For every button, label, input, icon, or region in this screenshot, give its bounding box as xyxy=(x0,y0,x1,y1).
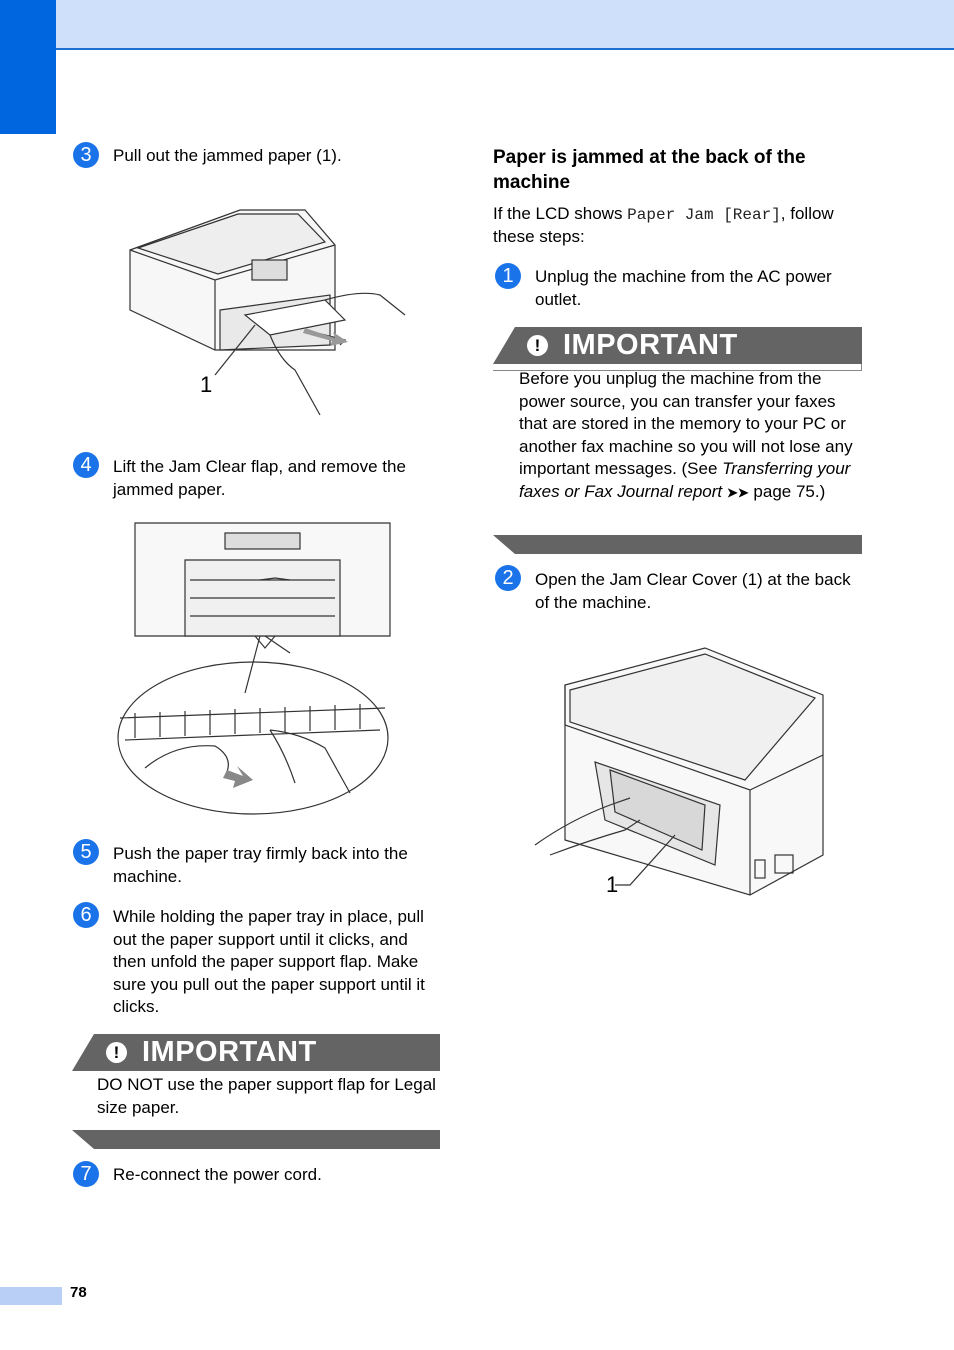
important-header-slant-right xyxy=(493,327,516,364)
step-5-number: 5 xyxy=(73,839,99,865)
intro-paragraph: If the LCD shows Paper Jam [Rear], follo… xyxy=(493,203,853,248)
section-heading: Paper is jammed at the back of the machi… xyxy=(493,147,806,193)
important-header-rule xyxy=(493,364,862,371)
important-footer-bar xyxy=(72,1130,440,1149)
page-number: 78 xyxy=(70,1284,87,1301)
step-6-number: 6 xyxy=(73,902,99,928)
important-title: IMPORTANT xyxy=(142,1036,317,1068)
page-number-bar xyxy=(0,1287,62,1305)
figure-3-callout: 1 xyxy=(606,872,619,897)
step-5-text: Push the paper tray firmly back into the… xyxy=(113,844,408,886)
important-footer-bar-right xyxy=(493,535,862,554)
cross-reference-link[interactable]: Transferring your faxes or Fax Journal r… xyxy=(519,459,851,501)
figure-pull-jammed-paper xyxy=(129,209,406,416)
figure-jam-clear-flap xyxy=(117,522,391,815)
step-6-text: While holding the paper tray in place, p… xyxy=(113,907,425,1016)
step-1-number: 1 xyxy=(495,263,521,289)
chapter-tab xyxy=(0,0,56,134)
header-rule xyxy=(56,48,954,50)
exclamation-icon: ! xyxy=(106,1042,127,1063)
important-body-right: Before you unplug the machine from the p… xyxy=(519,368,861,504)
step-2-number: 2 xyxy=(495,565,521,591)
figure-1-callout: 1 xyxy=(200,372,213,397)
important-title-right: IMPORTANT xyxy=(563,329,738,361)
step-7-number: 7 xyxy=(73,1161,99,1187)
important-body-prefix: Before you unplug the machine from the p… xyxy=(519,369,853,478)
step-7-text: Re-connect the power cord. xyxy=(113,1165,322,1184)
intro-prefix: If the LCD shows xyxy=(493,204,628,223)
step-3-text: Pull out the jammed paper (1). xyxy=(113,146,342,165)
important-body-suffix: page 75.) xyxy=(748,481,826,501)
header-band xyxy=(0,0,954,50)
step-1-text: Unplug the machine from the AC power out… xyxy=(535,267,832,309)
important-header: ! IMPORTANT xyxy=(94,1034,440,1071)
lcd-message: Paper Jam [Rear] xyxy=(627,206,781,224)
exclamation-icon: ! xyxy=(527,335,548,356)
important-body: DO NOT use the paper support flap for Le… xyxy=(97,1075,436,1117)
step-4-number: 4 xyxy=(73,452,99,478)
important-header-slant xyxy=(72,1034,95,1071)
step-3-number: 3 xyxy=(73,142,99,168)
step-2-text: Open the Jam Clear Cover (1) at the back… xyxy=(535,570,851,612)
step-4-text: Lift the Jam Clear flap, and remove the … xyxy=(113,457,406,499)
intro-suffix: , follow these steps: xyxy=(493,204,834,246)
double-arrow-icon: ➤➤ xyxy=(726,484,749,500)
figure-jam-clear-cover xyxy=(534,647,824,896)
important-header-right: ! IMPORTANT xyxy=(515,327,862,364)
